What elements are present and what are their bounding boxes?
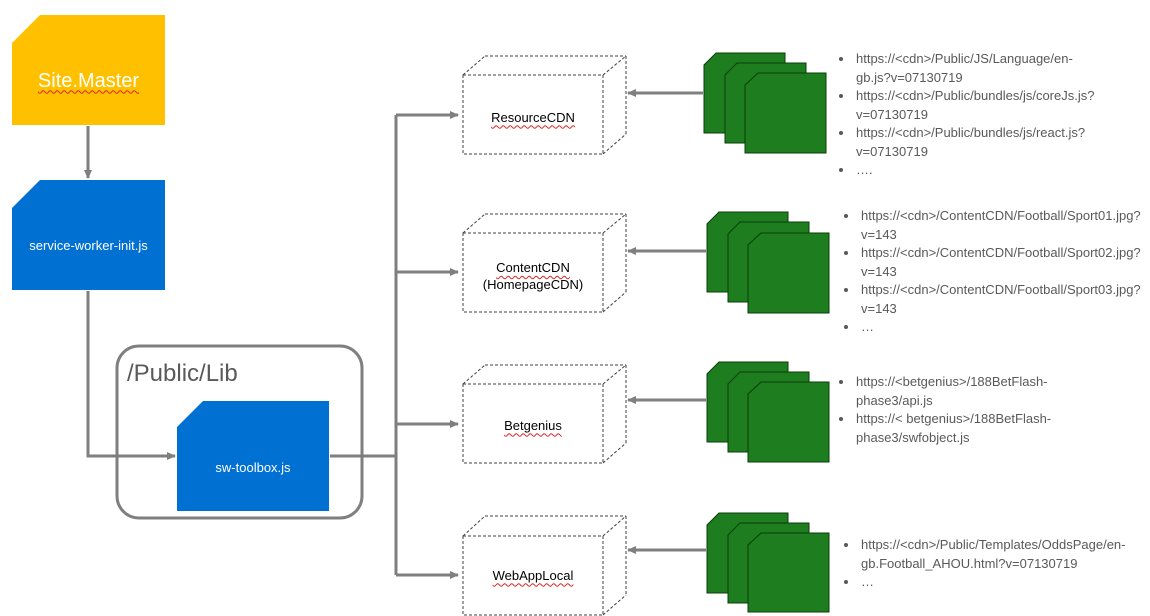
site-master-doc: [12, 15, 165, 125]
public-lib-group: [115, 344, 364, 520]
cdn-label-betgenius: Betgenius: [504, 417, 562, 433]
url-item: https://< betgenius>/188BetFlash-phase3/…: [854, 410, 1094, 447]
url-item: https://<cdn>/Public/bundles/js/coreJs.j…: [854, 87, 1104, 124]
url-item: https://<betgenius>/188BetFlash-phase3/a…: [854, 373, 1094, 410]
sw-toolbox-label: sw-toolbox.js: [215, 459, 291, 475]
file-stack-2: [706, 211, 830, 314]
cube-resourcecdn: [462, 55, 627, 155]
url-item: https://<cdn>/Public/bundles/js/react.js…: [854, 124, 1104, 161]
cdn-label-resourcecdn: ResourceCDN: [491, 109, 575, 125]
cdn-label-webapplocal: WebAppLocal: [492, 567, 574, 583]
url-item: https://<cdn>/Public/Templates/OddsPage/…: [859, 536, 1150, 573]
file-stack-3: [706, 361, 830, 463]
file-stack-4: [706, 512, 830, 613]
sw-init-label: service-worker-init.js: [29, 237, 148, 253]
url-item: https://<cdn>/ContentCDN/Football/Sport0…: [859, 207, 1141, 244]
cube-webapplocal: [462, 515, 627, 616]
url-list-resourcecdn: https://<cdn>/Public/JS/Language/en-gb.j…: [832, 50, 1104, 180]
file-stack-1: [703, 52, 827, 154]
url-list-webapplocal: https://<cdn>/Public/Templates/OddsPage/…: [837, 536, 1150, 592]
url-item: https://<cdn>/ContentCDN/Football/Sport0…: [859, 281, 1141, 318]
sw-toolbox-doc: [177, 401, 329, 511]
url-item: https://<cdn>/Public/JS/Language/en-gb.j…: [854, 50, 1104, 87]
cube-contentcdn: [462, 213, 627, 313]
arrow-init-to-toolbox: [86, 291, 176, 460]
cube-betgenius: [462, 364, 627, 464]
url-item: https://<cdn>/ContentCDN/Football/Sport0…: [859, 244, 1141, 281]
public-lib-title: /Public/Lib: [127, 360, 238, 387]
url-item: ….: [854, 161, 1104, 180]
url-item: …: [859, 573, 1150, 592]
cdn-label-contentcdn: ContentCDN (HomepageCDN): [482, 260, 584, 292]
sw-init-doc: [12, 180, 165, 290]
url-list-contentcdn: https://<cdn>/ContentCDN/Football/Sport0…: [837, 207, 1141, 337]
url-item: …: [859, 318, 1109, 337]
site-master-label: Site.Master: [37, 69, 140, 92]
url-list-betgenius: https://<betgenius>/188BetFlash-phase3/a…: [832, 373, 1094, 447]
